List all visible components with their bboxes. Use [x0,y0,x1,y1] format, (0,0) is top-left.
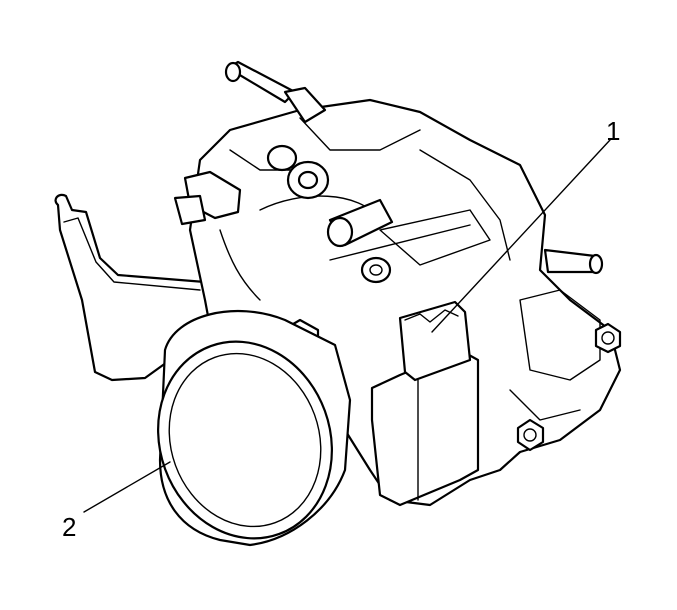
throttle-linkage [173,144,330,226]
bolt [516,418,545,452]
bolt [360,256,392,284]
callout-2-leader [83,461,171,513]
throttle-position-sensor [370,300,480,507]
right-pipe [326,198,604,275]
bolt [594,322,622,354]
callout-1-leader [431,139,611,333]
callout-1-label: 1 [606,116,620,146]
air-inlet-bore [157,309,352,547]
upper-pipe [224,60,327,124]
callout-2-label: 2 [62,512,76,542]
